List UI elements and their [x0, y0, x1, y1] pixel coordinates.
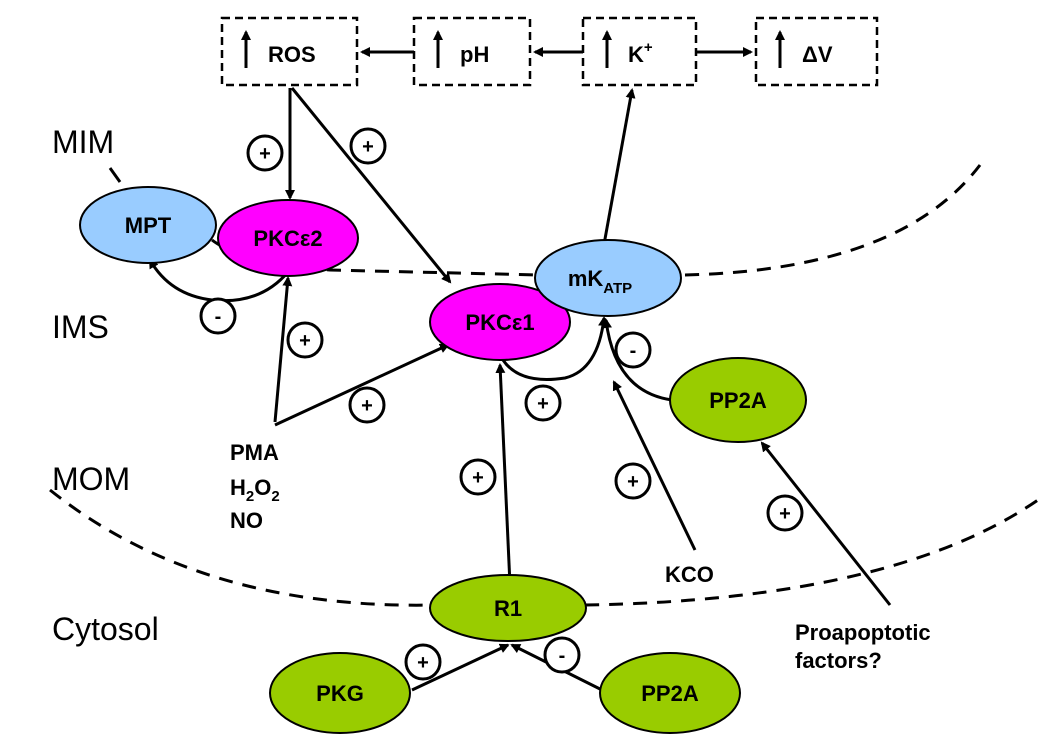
- sign-r1-pkce1: +: [459, 458, 497, 496]
- sign-pp2a-r1: -: [543, 636, 581, 674]
- node-pkce2: PKCε2: [217, 199, 359, 277]
- ext-proapoptotic-line2: factors?: [795, 648, 882, 673]
- node-r1-label: R1: [494, 596, 522, 621]
- edge-pma-to-pkce1: [274, 343, 450, 427]
- node-pkg-shape: [269, 652, 411, 734]
- node-pkce1-shape: [429, 283, 571, 361]
- svg-text:+: +: [627, 471, 639, 493]
- box-ph-label: pH: [460, 42, 489, 67]
- node-mpt-label: MPT: [125, 213, 172, 238]
- edge-pp2a-inhibits-mkatp: [602, 318, 673, 402]
- edge-pkce1-to-mkatp: [501, 316, 609, 382]
- svg-text:+: +: [299, 330, 311, 352]
- node-pkce1-label: PKCε1: [465, 310, 534, 335]
- node-pp2a-cytosol-label: PP2A: [641, 681, 699, 706]
- box-ros: ROS: [220, 16, 359, 87]
- node-mkatp-shape: [534, 239, 682, 317]
- outer-membrane-right: [584, 493, 1046, 607]
- ext-h2o2: H2O2: [230, 475, 280, 505]
- box-k: K+: [581, 16, 698, 87]
- svg-text:+: +: [362, 136, 374, 158]
- node-pp2a-ims: PP2A: [669, 357, 807, 443]
- svg-text:-: -: [215, 306, 222, 328]
- sign-pp2a-mkatp: -: [614, 331, 652, 369]
- ext-pma: PMA: [230, 440, 279, 465]
- ext-kco: KCO: [665, 562, 714, 587]
- edge-pkg-to-r1: [411, 643, 510, 692]
- box-dv-label: ΔV: [802, 42, 833, 67]
- node-mpt: MPT: [79, 186, 217, 264]
- edge-kco-to-mkatp: [612, 380, 697, 551]
- node-pp2a-ims-shape: [669, 357, 807, 443]
- ext-proapoptotic-line1: Proapoptotic: [795, 620, 931, 645]
- node-r1: R1: [429, 574, 587, 642]
- svg-text:-: -: [559, 645, 566, 667]
- svg-text:+: +: [417, 652, 429, 674]
- node-pp2a-ims-label: PP2A: [709, 388, 767, 413]
- region-ims: IMS: [52, 309, 109, 345]
- box-k-label: K+: [628, 39, 653, 67]
- node-pkce1: PKCε1: [429, 283, 571, 361]
- region-mim: MIM: [52, 124, 114, 160]
- svg-text:+: +: [537, 393, 549, 415]
- ext-no: NO: [230, 508, 263, 533]
- node-pkce2-shape: [217, 199, 359, 277]
- node-pp2a-cytosol-shape: [599, 652, 741, 734]
- sign-pkce1-mkatp: +: [524, 384, 562, 422]
- sign-pma-pkce2: +: [286, 321, 324, 359]
- sign-proapoptotic-pp2a: +: [766, 494, 804, 532]
- node-pkg: PKG: [269, 652, 411, 734]
- region-cytosol: Cytosol: [52, 611, 159, 647]
- sign-ros-pkce2: +: [246, 134, 284, 172]
- sign-pkce2-mpt: -: [199, 297, 237, 335]
- outer-membrane-left: [49, 488, 436, 607]
- node-r1-shape: [429, 574, 587, 642]
- edge-pma-to-pkce2: [273, 276, 293, 423]
- sign-kco-mkatp: +: [614, 462, 652, 500]
- sign-pkg-r1: +: [404, 643, 442, 681]
- sign-pma-pkce1: +: [348, 386, 386, 424]
- svg-text:+: +: [779, 503, 791, 525]
- inner-membrane-right: [684, 164, 982, 277]
- node-mkatp-label: mKATP: [568, 266, 632, 297]
- edge-r1-to-pkce1: [495, 363, 512, 586]
- node-pkg-label: PKG: [316, 681, 364, 706]
- svg-text:-: -: [630, 340, 637, 362]
- svg-text:+: +: [259, 143, 271, 165]
- node-pp2a-cytosol: PP2A: [599, 652, 741, 734]
- box-dv: ΔV: [754, 16, 879, 87]
- edge-proapoptotic-to-pp2a: [760, 441, 892, 606]
- sign-ros-pkce1: +: [349, 127, 387, 165]
- node-mkatp: mKATP: [534, 239, 682, 317]
- node-pkce2-label: PKCε2: [253, 226, 322, 251]
- region-mom: MOM: [52, 461, 130, 497]
- box-ph: pH: [412, 16, 532, 87]
- edge-mkatp-to-k: [601, 88, 636, 251]
- svg-text:+: +: [361, 395, 373, 417]
- edge-ros-to-pkce1: [290, 87, 452, 284]
- svg-text:+: +: [472, 467, 484, 489]
- box-ros-label: ROS: [268, 42, 316, 67]
- node-mpt-shape: [79, 186, 217, 264]
- mim-tick: [108, 167, 122, 183]
